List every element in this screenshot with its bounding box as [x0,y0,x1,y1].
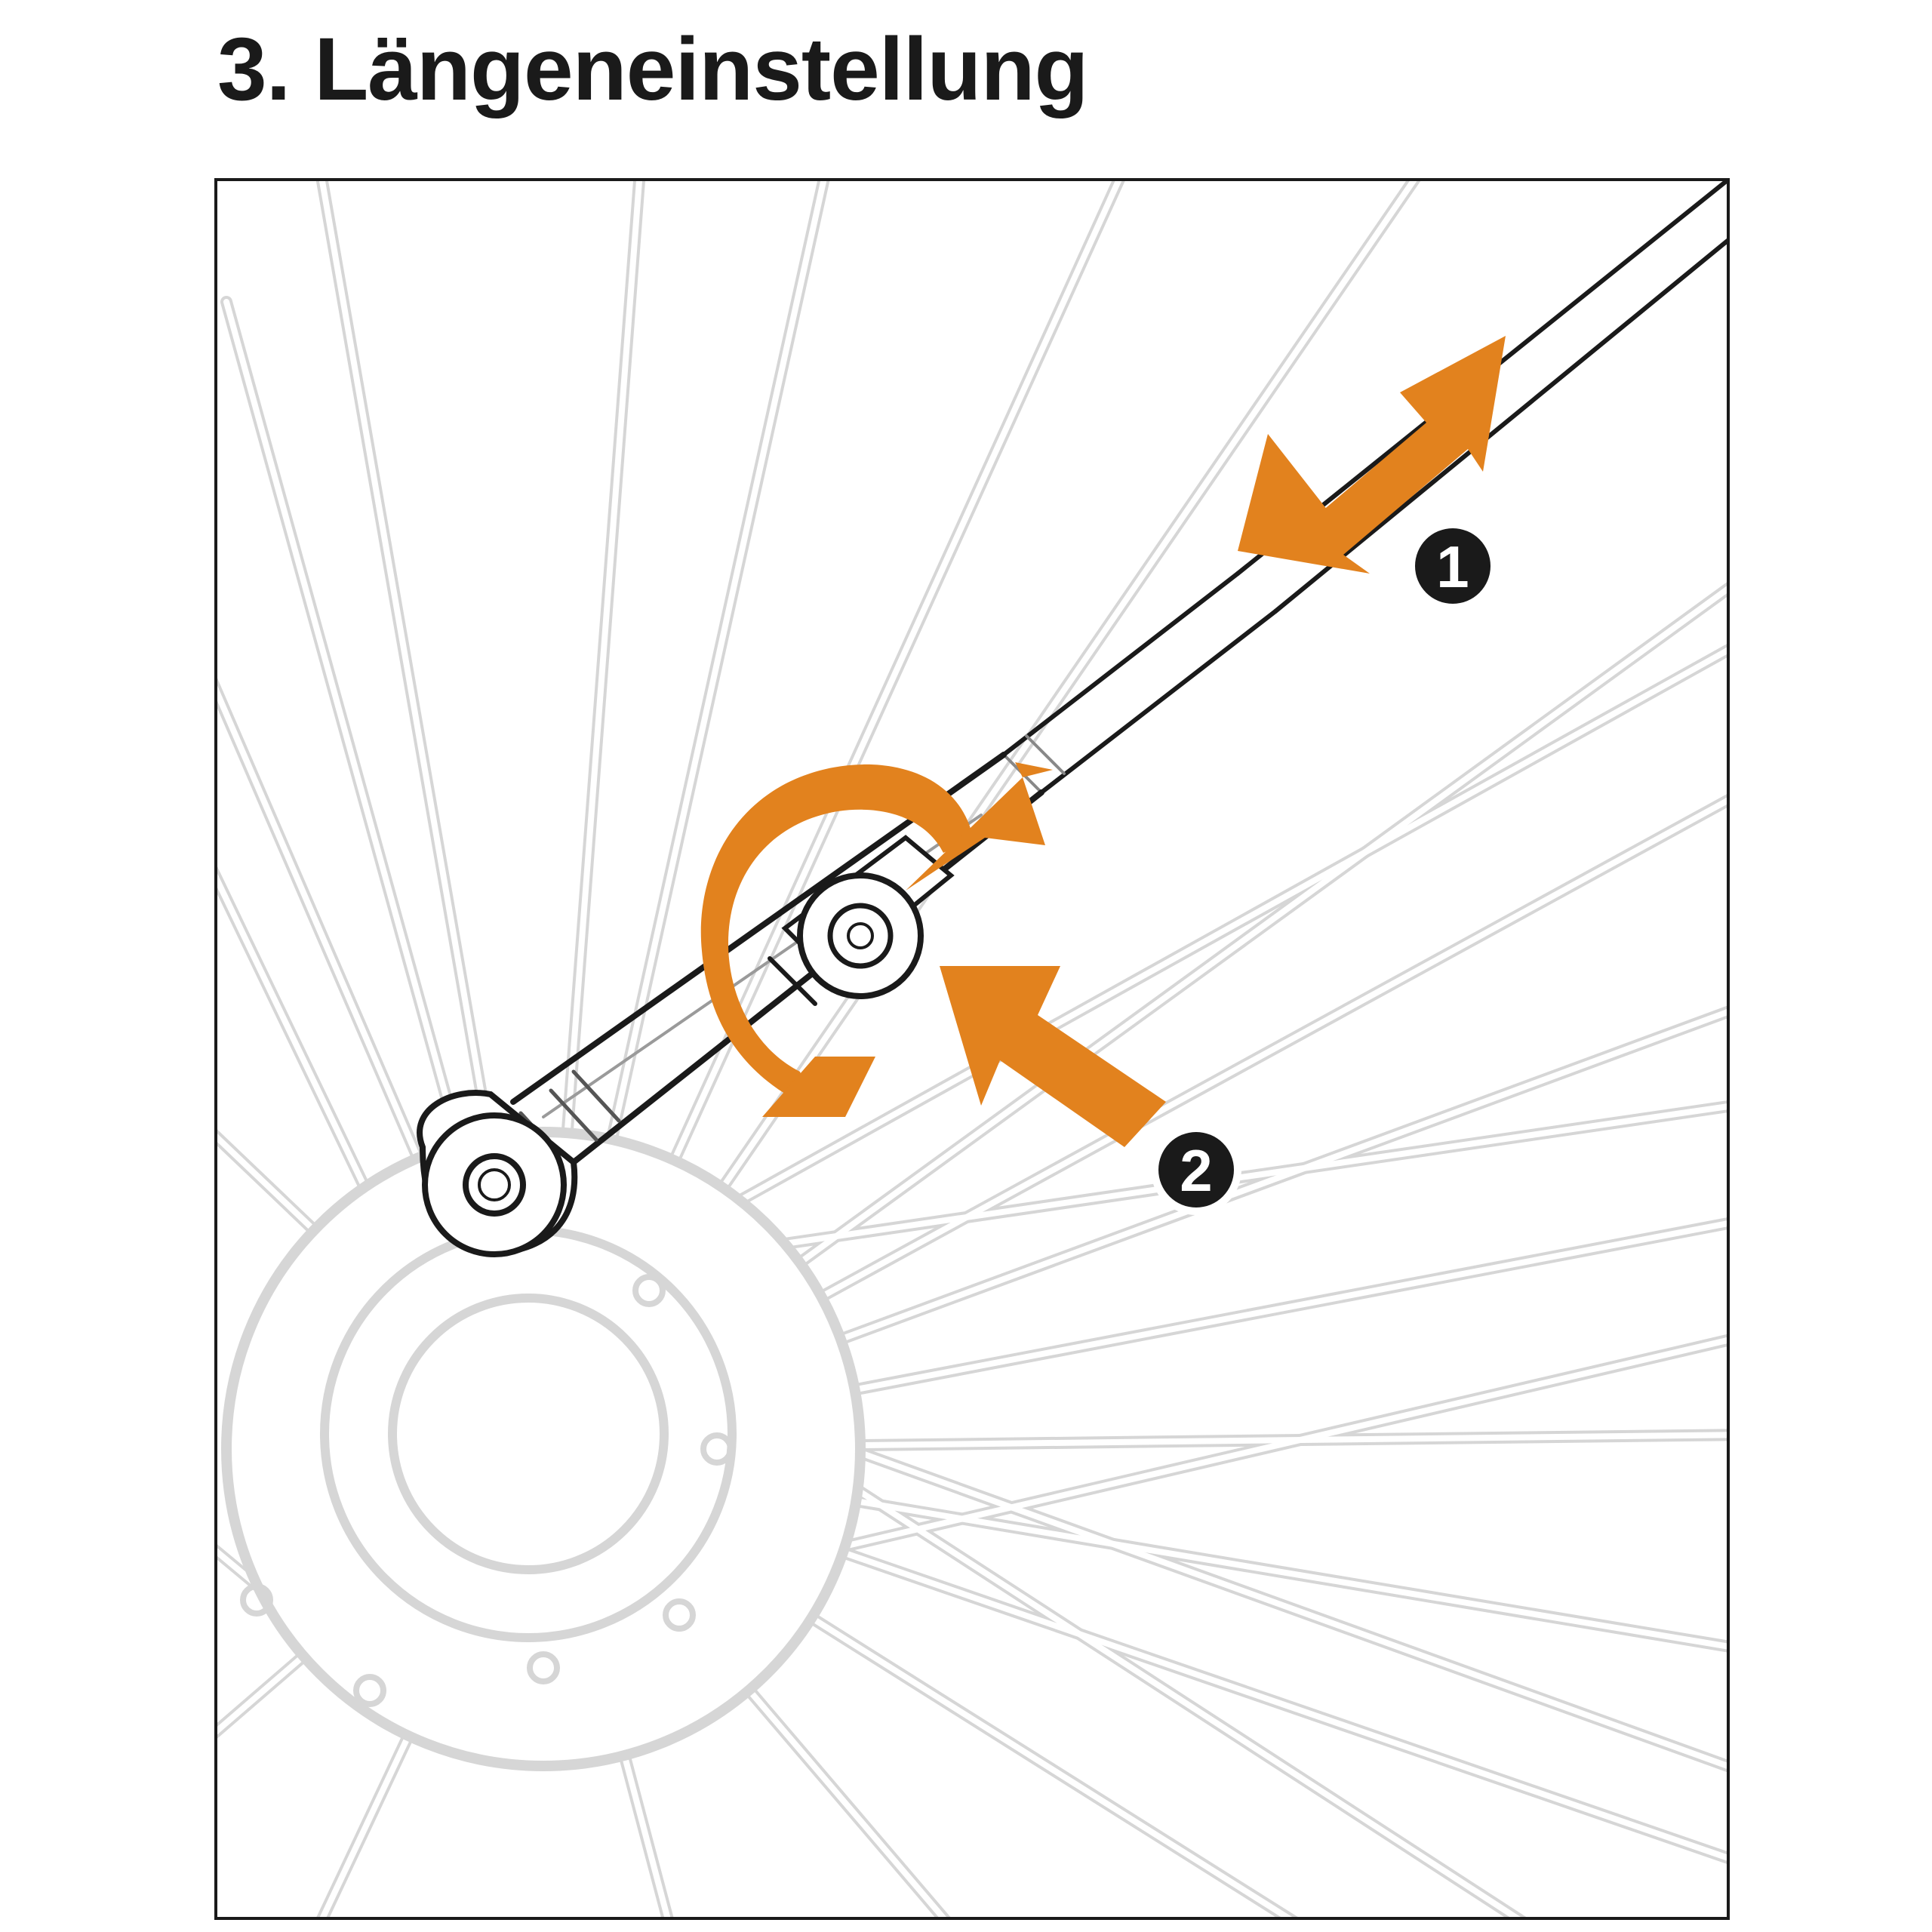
push-arrow-icon [940,966,1166,1147]
adjustable-rod [510,180,1728,1165]
step-badge-1: 1 [1407,521,1498,611]
step-badge-2: 2 [1151,1124,1241,1215]
svg-text:2: 2 [1180,1137,1212,1204]
rod-foot [417,1090,578,1257]
rotate-arrow-icon [700,762,1053,1117]
diagram-frame [214,178,1730,1920]
adjustment-screw [797,872,924,999]
double-arrow-icon [1238,336,1506,574]
svg-text:1: 1 [1436,534,1469,600]
page-title: 3. Längeneinstellung [217,20,1089,119]
wheel-background [216,180,1728,1918]
